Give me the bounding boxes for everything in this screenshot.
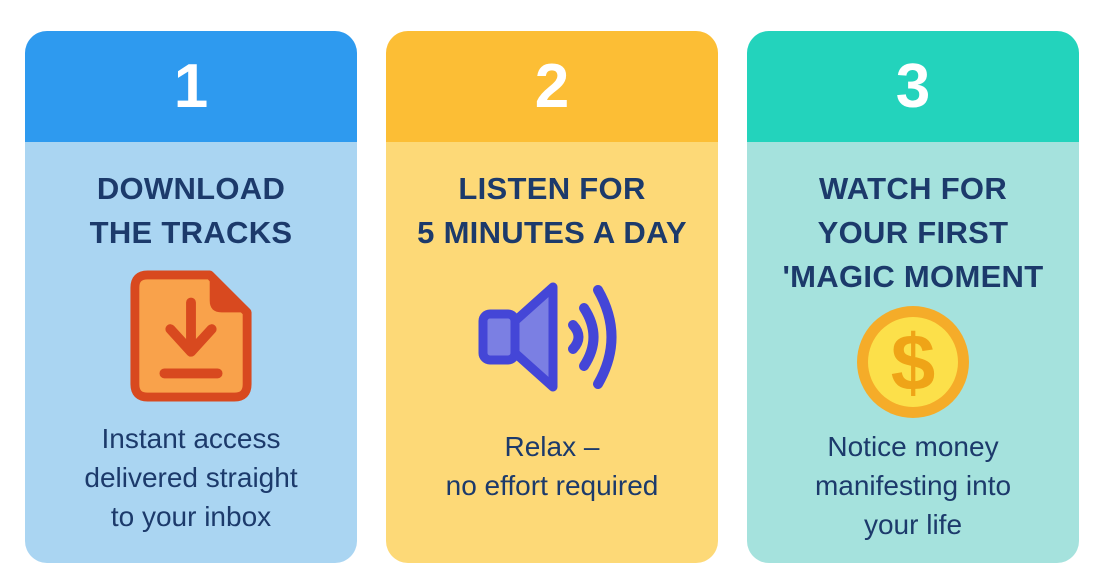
step-1-number: 1 xyxy=(173,51,209,121)
step-3-body: WATCH FOR YOUR FIRST 'MAGIC MOMENT $ Not… xyxy=(747,142,1079,563)
steps-row: 1 DOWNLOAD THE TRACKS Instant xyxy=(25,31,1079,563)
title-line: YOUR FIRST xyxy=(817,215,1009,250)
description-line: manifesting into xyxy=(814,470,1012,501)
step-card-1: 1 DOWNLOAD THE TRACKS Instant xyxy=(25,31,357,563)
description-line: no effort required xyxy=(445,470,659,501)
title-line: 'MAGIC MOMENT xyxy=(782,259,1044,294)
step-3-title: WATCH FOR YOUR FIRST 'MAGIC MOMENT xyxy=(783,167,1044,299)
title-line: WATCH FOR xyxy=(818,171,1008,206)
description-line: to your inbox xyxy=(110,501,272,532)
description-line: delivered straight xyxy=(84,462,298,493)
step-2-number: 2 xyxy=(534,51,570,121)
step-3-header: 3 xyxy=(747,31,1079,142)
step-3-description: Notice money manifesting into your life xyxy=(815,427,1011,544)
step-card-3: 3 WATCH FOR YOUR FIRST 'MAGIC MOMENT $ N… xyxy=(747,31,1079,563)
description-line: your life xyxy=(863,509,963,540)
step-2-title: LISTEN FOR 5 MINUTES A DAY xyxy=(417,167,687,255)
step-2-description: Relax – no effort required xyxy=(446,427,659,505)
description-line: Notice money xyxy=(827,431,999,462)
title-line: LISTEN FOR xyxy=(458,171,646,206)
step-1-description: Instant access delivered straight to you… xyxy=(84,419,297,536)
step-card-2: 2 LISTEN FOR 5 MINUTES A DAY R xyxy=(386,31,718,563)
description-line: Relax – xyxy=(504,431,600,462)
dollar-coin-icon: $ xyxy=(854,303,972,421)
description-line: Instant access xyxy=(101,423,281,454)
download-file-icon xyxy=(127,267,255,405)
step-1-title: DOWNLOAD THE TRACKS xyxy=(90,167,293,255)
title-line: 5 MINUTES A DAY xyxy=(417,215,687,250)
title-line: DOWNLOAD xyxy=(96,171,286,206)
speaker-sound-icon xyxy=(476,275,628,399)
step-1-body: DOWNLOAD THE TRACKS Instant access deliv… xyxy=(25,142,357,563)
step-3-number: 3 xyxy=(895,51,931,121)
svg-text:$: $ xyxy=(891,318,936,407)
title-line: THE TRACKS xyxy=(89,215,293,250)
step-2-body: LISTEN FOR 5 MINUTES A DAY Relax – no ef… xyxy=(386,142,718,563)
step-1-header: 1 xyxy=(25,31,357,142)
step-2-header: 2 xyxy=(386,31,718,142)
